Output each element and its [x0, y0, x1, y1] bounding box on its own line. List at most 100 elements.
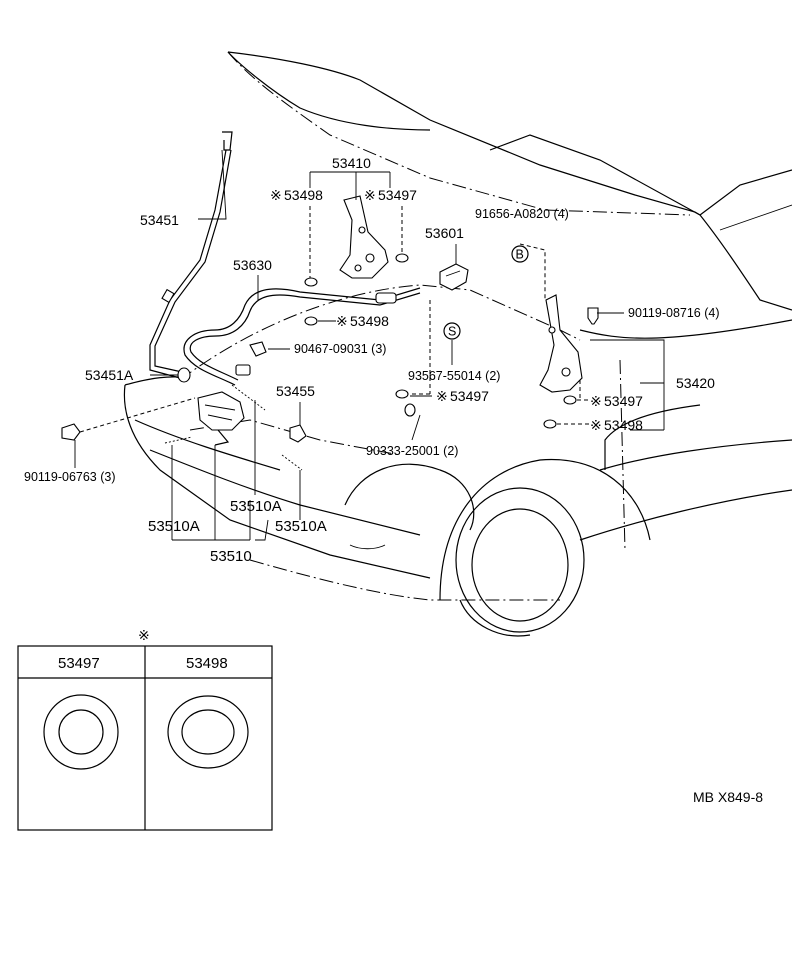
rocker-line — [579, 489, 792, 541]
bumper-upper-line — [134, 419, 281, 471]
label-53510A-center: 53510A — [230, 498, 282, 515]
legend-53497-inner — [58, 709, 104, 755]
part-labels: 53410 ※ 53498 ※ 53497 53451 53630 53601 … — [24, 155, 720, 565]
bumper-mid — [149, 449, 421, 536]
wheel-arch — [439, 458, 651, 601]
legend-53497-outer — [43, 694, 119, 770]
callout-B-circle — [511, 245, 529, 263]
hinge-bolt-d — [561, 367, 571, 377]
leader-lines — [74, 149, 665, 541]
label-90119-06763: 90119-06763 (3) — [24, 470, 116, 484]
rod-line-b — [154, 149, 232, 373]
clip-90467 — [249, 341, 267, 357]
legend-marker: ※ — [138, 627, 150, 643]
hinge-bolt-e — [548, 326, 556, 334]
label-53510A-right: 53510A — [275, 518, 327, 535]
tire-outer — [455, 487, 585, 633]
hood-inner-edge — [227, 51, 691, 216]
callout-B-letter: B — [516, 248, 524, 262]
right-hood-hinge — [539, 294, 599, 393]
bolt-90119-08716 — [587, 307, 599, 325]
latch-detail — [204, 404, 236, 421]
cable-clip — [235, 364, 251, 376]
callout-S: S — [443, 322, 461, 340]
fender-seam — [619, 359, 626, 551]
hinge-bolt-a — [365, 253, 375, 263]
rod-clip — [161, 288, 175, 304]
label-53498-right: 53498 — [604, 417, 643, 433]
label-53510A-left: 53510A — [148, 518, 200, 535]
label-53410: 53410 — [332, 155, 371, 171]
hood-latch-lock — [164, 341, 307, 471]
legend-53498-outer — [167, 695, 249, 769]
hinge-53420 — [539, 294, 583, 393]
marker-53498-right: ※ — [590, 417, 602, 433]
label-93567: 93567-55014 (2) — [408, 369, 500, 383]
cushion-53498-right — [543, 419, 557, 429]
hood-lock-striker — [439, 263, 469, 291]
a-pillar — [699, 214, 792, 311]
cushion-90333 — [404, 403, 416, 417]
left-hood-hinge — [339, 195, 389, 279]
callout-S-circle — [443, 322, 461, 340]
label-53497-top: 53497 — [378, 187, 417, 203]
lead-bolt-line — [79, 397, 196, 433]
cushion-53497-right — [563, 395, 577, 405]
hood-top-edge — [227, 51, 701, 216]
hood-rear — [489, 134, 701, 216]
cable-line-b — [189, 292, 421, 381]
lead-53451 — [198, 149, 227, 220]
label-53630: 53630 — [233, 257, 272, 273]
label-53510: 53510 — [210, 548, 252, 565]
marker-53498-top: ※ — [270, 187, 282, 203]
cushion-53497-mid — [395, 389, 409, 399]
label-53498-mid: 53498 — [350, 313, 389, 329]
cushion-53498-top — [304, 277, 318, 287]
rod-line-a — [149, 149, 227, 379]
cushion-53498-mid — [304, 316, 318, 326]
bumper-lower — [123, 384, 431, 579]
legend-table: ※ 53497 53498 — [17, 627, 273, 831]
hinge-53410 — [339, 195, 389, 279]
cable-end — [375, 292, 397, 304]
legend-53498-inner — [181, 709, 235, 755]
door-line — [599, 439, 792, 471]
latch-lever — [214, 429, 230, 446]
headlight — [344, 463, 475, 531]
rod-hook — [222, 131, 233, 151]
cushion-53497-top — [395, 253, 409, 263]
side-crease — [604, 404, 701, 470]
striker-detail — [445, 270, 461, 277]
label-53420: 53420 — [676, 375, 715, 391]
lead-right-cushions — [557, 399, 590, 425]
tire-inner — [471, 508, 569, 622]
latch-53510 — [197, 391, 245, 431]
label-53455: 53455 — [276, 383, 315, 399]
windshield-line — [719, 204, 792, 231]
striker-53601 — [439, 263, 469, 291]
label-53497-right: 53497 — [604, 393, 643, 409]
label-91656: 91656-A0820 (4) — [475, 207, 569, 221]
cushion-parts — [61, 253, 577, 441]
hood-lock-cable — [183, 287, 421, 386]
fender-top — [579, 319, 792, 339]
bracket-53510 — [171, 400, 269, 541]
callout-S-letter: S — [448, 325, 456, 339]
label-53451: 53451 — [140, 212, 179, 228]
label-90467: 90467-09031 (3) — [294, 342, 386, 356]
label-53451A: 53451A — [85, 367, 134, 383]
hood-support-rod — [149, 131, 233, 379]
marker-53497-right: ※ — [590, 393, 602, 409]
label-90119-08716: 90119-08716 (4) — [628, 306, 720, 320]
spring-left — [164, 436, 193, 444]
foglight — [349, 544, 386, 550]
roof-line — [699, 169, 792, 216]
label-53601: 53601 — [425, 225, 464, 241]
rod-grommet — [177, 367, 191, 383]
hinge-bolt-c — [358, 226, 366, 234]
clip-53455 — [289, 424, 307, 443]
lead-93567 — [410, 300, 431, 395]
callout-B: B — [511, 245, 529, 263]
